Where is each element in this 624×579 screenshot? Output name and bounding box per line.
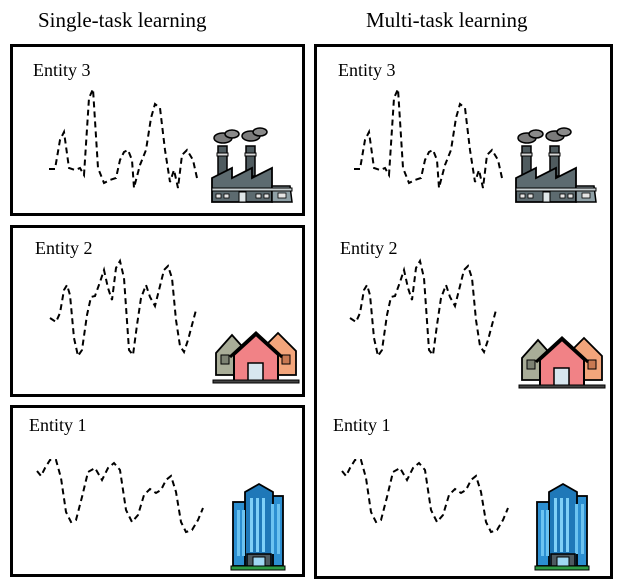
multi-entity-1-label: Entity 1: [333, 415, 391, 435]
multi-entity-3-label: Entity 3: [338, 60, 396, 80]
single-entity-2-houses-icon: [211, 331, 301, 385]
multi-entity-1-signal: [341, 459, 509, 534]
multi-entity-3-signal: [354, 88, 503, 189]
multi-task-title: Multi-task learning: [366, 8, 528, 32]
single-entity-2-signal: [49, 258, 197, 359]
multi-entity-2-label: Entity 2: [340, 238, 398, 258]
single-task-title: Single-task learning: [38, 8, 207, 32]
single-entity-2-label: Entity 2: [35, 238, 93, 258]
single-entity-1-signal: [36, 459, 204, 534]
single-entity-3-label: Entity 3: [33, 60, 91, 80]
multi-entity-3-factory-icon: [515, 127, 597, 203]
multi-entity-2-signal: [349, 258, 497, 359]
single-entity-1-office-icon: [230, 483, 286, 571]
single-entity-3-factory-icon: [211, 127, 293, 203]
multi-entity-1-office-icon: [534, 483, 590, 571]
single-task-entity-3-box: [10, 44, 305, 216]
single-entity-3-signal: [49, 88, 198, 189]
single-task-entity-2-box: [10, 225, 305, 397]
single-entity-1-label: Entity 1: [29, 415, 87, 435]
multi-entity-2-houses-icon: [517, 336, 607, 390]
